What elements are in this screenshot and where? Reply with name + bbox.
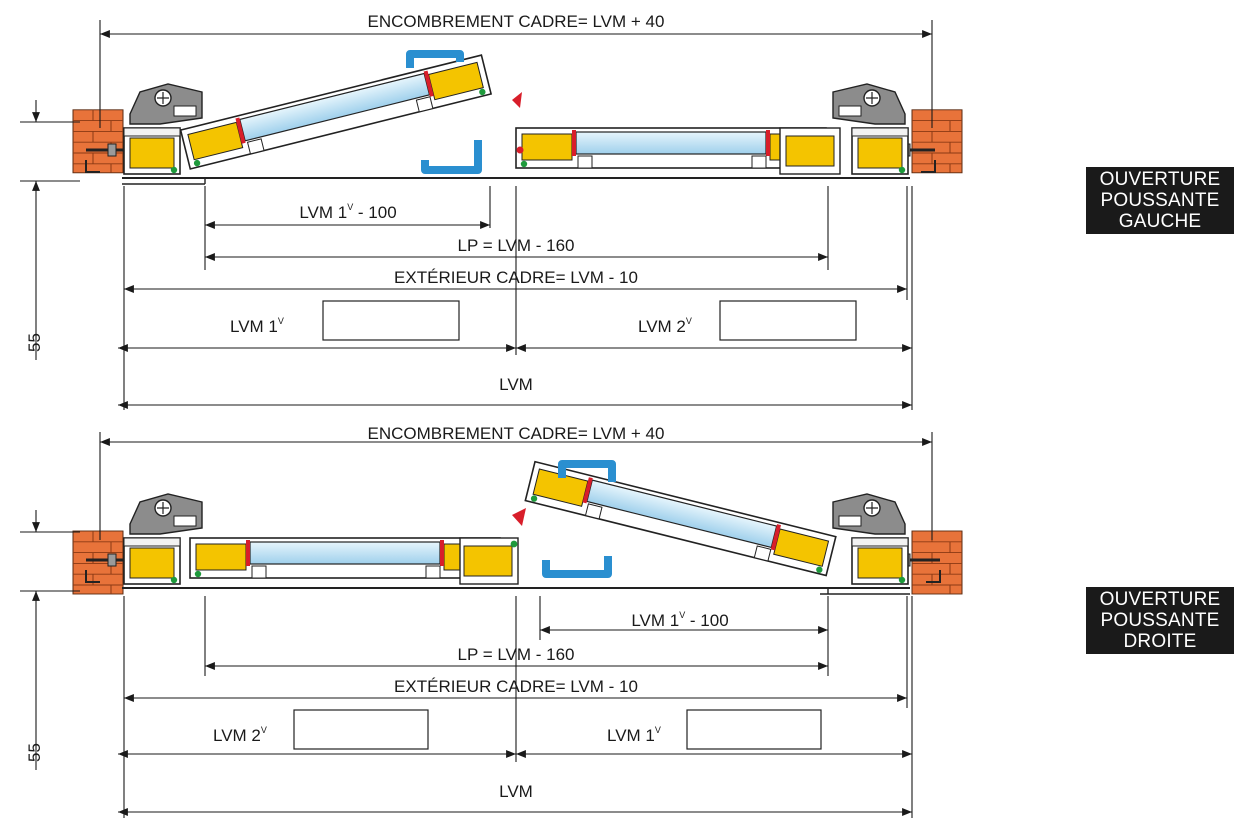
upper-overall-label: ENCOMBREMENT CADRE= LVM + 40 [368, 12, 665, 31]
lower-leaf-right-input-box[interactable] [686, 709, 822, 750]
lower-opening-leaf [524, 460, 837, 577]
upper-handle-icon [406, 50, 482, 174]
upper-lvm-label: LVM [499, 375, 533, 394]
upper-exterior-label: EXTÉRIEUR CADRE= LVM - 10 [394, 268, 638, 287]
left-frame-profile [123, 127, 181, 175]
lower-opening-badge: OUVERTURE POUSSANTE DROITE [1086, 587, 1234, 654]
lower-handle-icon [542, 460, 616, 578]
lower-overall-label: ENCOMBREMENT CADRE= LVM + 40 [368, 424, 665, 443]
upper-left-hinge-icon [129, 83, 203, 125]
upper-opening-badge: OUVERTURE POUSSANTE GAUCHE [1086, 167, 1234, 234]
lower-badge-line-1: OUVERTURE [1099, 589, 1221, 610]
upper-leaf-right-label: LVM 2V [638, 316, 692, 336]
upper-badge-line-3: GAUCHE [1118, 211, 1202, 232]
upper-leaf-left-input-box[interactable] [322, 300, 460, 341]
lower-badge-line-3: DROITE [1123, 631, 1197, 652]
upper-badge-line-2: POUSSANTE [1100, 190, 1220, 211]
lower-left-fixing-icon [85, 553, 126, 583]
upper-right-hinge-icon [832, 83, 906, 125]
upper-dimension-lines [20, 20, 933, 410]
lower-fixed-leaf [189, 537, 519, 585]
left-fixing-icon [85, 143, 126, 173]
upper-leaf-left-label: LVM 1V [230, 316, 284, 336]
upper-opening-leaf [179, 54, 492, 170]
lower-right-wall-brick-icon [911, 530, 963, 595]
left-wall-brick-icon [72, 109, 124, 174]
lower-left-hinge-icon [129, 493, 203, 535]
lower-lvm-label: LVM [499, 782, 533, 801]
lower-leaf-left-label: LVM 2V [213, 725, 267, 745]
lower-sash-label: LVM 1V - 100 [631, 610, 728, 630]
upper-fixed-leaf [515, 127, 841, 175]
lower-right-hinge-icon [832, 493, 906, 535]
right-frame-profile [851, 127, 909, 175]
right-wall-brick-icon [911, 109, 963, 174]
lower-height-label: 55 [25, 743, 44, 762]
upper-leaf-right-input-box[interactable] [719, 300, 857, 341]
lower-dimension-lines [20, 432, 933, 818]
upper-badge-line-1: OUVERTURE [1099, 169, 1221, 190]
lower-exterior-label: EXTÉRIEUR CADRE= LVM - 10 [394, 677, 638, 696]
lower-left-frame-profile [123, 537, 181, 585]
lower-lp-label: LP = LVM - 160 [457, 645, 574, 664]
upper-height-label: 55 [25, 333, 44, 352]
lower-leaf-right-label: LVM 1V [607, 725, 661, 745]
upper-drawing [72, 50, 963, 185]
upper-lp-label: LP = LVM - 160 [457, 236, 574, 255]
lower-badge-line-2: POUSSANTE [1100, 610, 1220, 631]
lower-drawing [72, 460, 963, 595]
lower-right-frame-profile [851, 537, 909, 585]
lower-leaf-left-input-box[interactable] [293, 709, 429, 750]
upper-sash-label: LVM 1V - 100 [299, 202, 396, 222]
